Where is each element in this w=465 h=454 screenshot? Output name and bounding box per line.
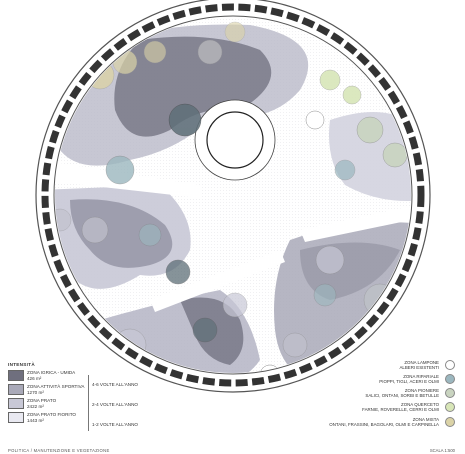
zone-name: ZONA PRATO (27, 398, 57, 404)
inner-landscape (55, 17, 411, 373)
tree-legend-item: ZONA LAMPONE ALBERI ESISTENTI (250, 360, 455, 371)
zone-swatch (8, 384, 24, 396)
tree-zone-name: ZONA MISTA (412, 416, 439, 422)
frequency-label: 1-2 VOLTE ALL'ANNO (92, 422, 138, 427)
intensity-legend-title: INTENSITÀ (8, 362, 35, 367)
scale-label: SCALA 1:500 (429, 448, 455, 453)
zone-swatch (8, 398, 24, 410)
tree-zone-name: ZONA QUERCETO (401, 402, 439, 408)
zone-legend-item: ZONA PRATO 2422 m² (8, 398, 168, 410)
path-band-east (300, 200, 411, 242)
tree-zone-species: PIOPPI, TIGLI, ACERI E OLMI (379, 379, 439, 385)
intensity-legend: INTENSITÀ ZONA IGRICA - UMIDA 426 m² ZON… (8, 362, 168, 431)
zone-swatch (8, 412, 24, 424)
tree-zone-species: ALBERI ESISTENTI (399, 365, 439, 371)
zone-area: 1270 m² (27, 389, 44, 395)
tree-swatch (445, 416, 455, 427)
tree-legend-item: ZONA PIONIERE SALICI, ONTANI, SORBI E BE… (250, 388, 455, 399)
tree-swatch (445, 360, 455, 371)
tree-zone-species: FARNIE, ROVERELLE, CERRI E OLMI (362, 407, 439, 413)
zone-swatch (8, 370, 24, 382)
tree-legend-item: ZONA QUERCETO FARNIE, ROVERELLE, CERRI E… (250, 402, 455, 413)
frequency-bracket (88, 375, 89, 431)
tree-swatch (445, 402, 455, 413)
tree-zone-name: ZONA RIPARIALE (403, 374, 439, 380)
zone-area: 1443 m² (27, 417, 44, 423)
tree-zone-species: SALICI, ONTANI, SORBI E BETULLE (365, 393, 439, 399)
zone-legend-item: ZONA ATTIVITÀ SPORTIVA 1270 m² (8, 384, 168, 396)
tree-zone-name: ZONA LAMPONE (404, 360, 439, 365)
zone-area: 2422 m² (27, 403, 44, 409)
drawing-title: POLITICA / MANUTENZIONE E VEGETAZIONE (8, 448, 110, 453)
frequency-label: 2-4 VOLTE ALL'ANNO (92, 402, 138, 407)
tree-swatch (445, 388, 455, 399)
path-band-south (150, 250, 285, 312)
zone-name: ZONA ATTIVITÀ SPORTIVA (27, 384, 85, 390)
zone-area: 426 m² (27, 375, 42, 381)
tree-zone-species: ONTANI, FRASSINI, BAGOLARI, OLMI E CARPI… (329, 421, 439, 427)
tree-swatch (445, 374, 455, 385)
zone-legend-item: ZONA IGRICA - UMIDA 426 m² (8, 370, 168, 382)
frequency-label: 4-6 VOLTE ALL'ANNO (92, 382, 138, 387)
tree-zone-legend: ZONA LAMPONE ALBERI ESISTENTI ZONA RIPAR… (250, 360, 455, 431)
tree-legend-item: ZONA MISTA ONTANI, FRASSINI, BAGOLARI, O… (250, 417, 455, 427)
tree-legend-item: ZONA RIPARIALE PIOPPI, TIGLI, ACERI E OL… (250, 374, 455, 385)
zone-name: ZONA IGRICA - UMIDA (27, 370, 76, 376)
zone-legend-item: ZONA PRATO FIORITO 1443 m² (8, 412, 168, 424)
circular-paving-ring (35, 0, 431, 393)
zone-name: ZONA PRATO FIORITO (27, 412, 77, 418)
tree-zone-name: ZONA PIONIERE (404, 388, 439, 394)
